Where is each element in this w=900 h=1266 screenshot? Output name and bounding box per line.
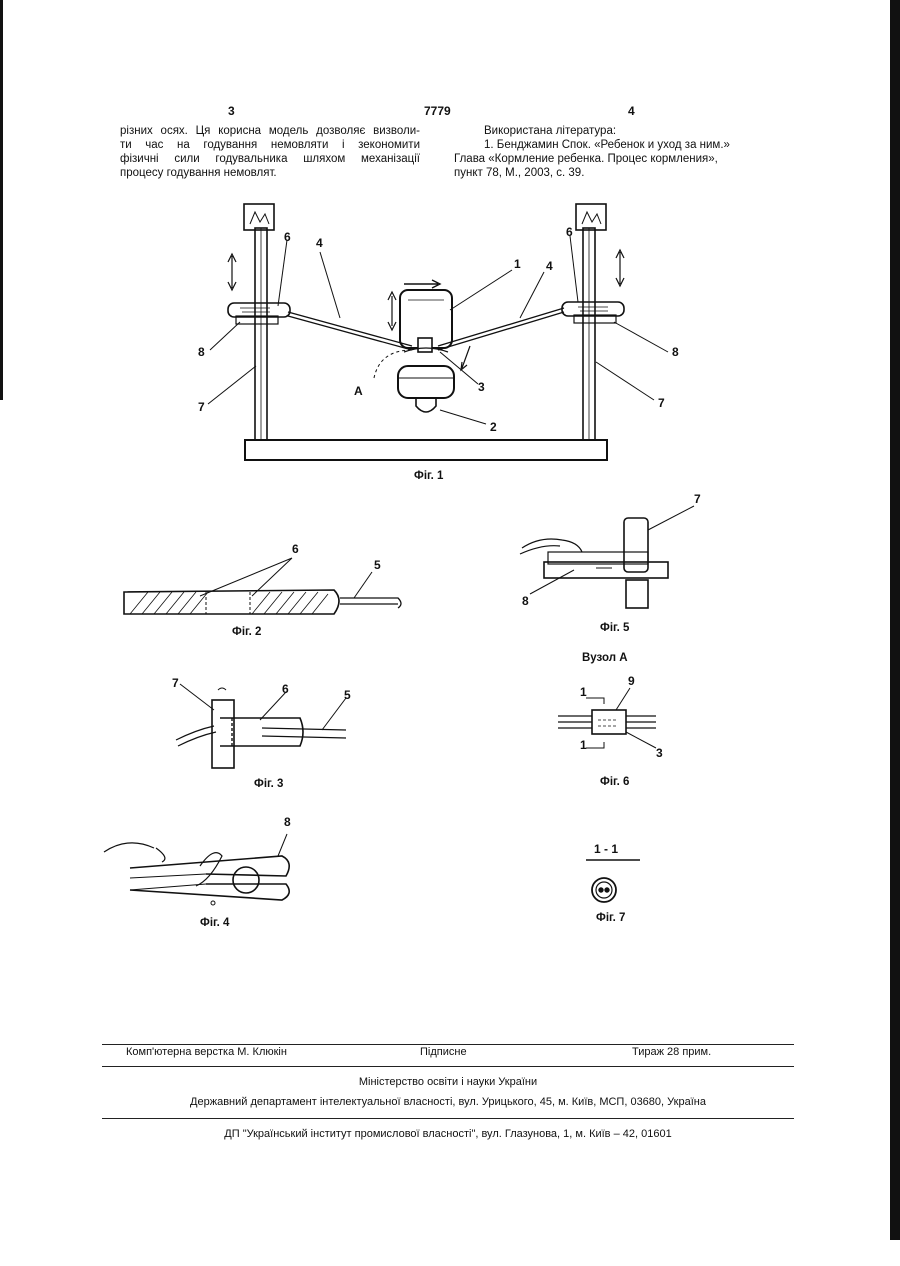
fig5-label-8: 8 bbox=[522, 594, 529, 608]
fig7-drawing bbox=[586, 860, 640, 902]
clothespin-bottom bbox=[130, 884, 289, 900]
fig1-label-2: 2 bbox=[490, 420, 497, 434]
fig3-caption: Фіг. 3 bbox=[254, 778, 283, 790]
footer-signed: Підписне bbox=[420, 1046, 467, 1058]
fig1-label-6-right: 6 bbox=[566, 225, 573, 239]
fig4-drawing bbox=[104, 834, 289, 905]
footer-typesetting: Комп'ютерна верстка М. Клюкін bbox=[126, 1046, 287, 1058]
fig3-label-5: 5 bbox=[344, 688, 351, 702]
fig1-caption: Фіг. 1 bbox=[414, 470, 443, 482]
fig6-label-1-bottom: 1 bbox=[580, 738, 587, 752]
fig1-label-4-left: 4 bbox=[316, 236, 323, 250]
fig3-label-7: 7 bbox=[172, 676, 179, 690]
fig5-drawing bbox=[520, 506, 694, 608]
footer-ministry: Міністерство освіти і науки України bbox=[102, 1076, 794, 1088]
wire-loop bbox=[104, 843, 222, 886]
fig3-drawing bbox=[176, 684, 346, 768]
bottle-knot bbox=[418, 338, 432, 352]
fig1-label-8-left: 8 bbox=[198, 345, 205, 359]
bottle-cap bbox=[398, 366, 454, 398]
fig1-drawing bbox=[208, 204, 668, 460]
left-string bbox=[288, 312, 412, 350]
fig6-label-3: 3 bbox=[656, 746, 663, 760]
right-clamp bbox=[562, 302, 624, 316]
fig6-label-1-top: 1 bbox=[580, 685, 587, 699]
fig5-caption: Фіг. 5 bbox=[600, 622, 629, 634]
cord bbox=[340, 598, 401, 608]
footer-circulation: Тираж 28 прим. bbox=[632, 1046, 711, 1058]
footer-department: Державний департамент інтелектуальної вл… bbox=[102, 1096, 794, 1108]
fig2-label-5: 5 bbox=[374, 558, 381, 572]
left-post-cap bbox=[244, 204, 274, 230]
fig3-label-6: 6 bbox=[282, 682, 289, 696]
fig7-section-label: 1 - 1 bbox=[594, 842, 618, 856]
fig4-caption: Фіг. 4 bbox=[200, 917, 229, 929]
fig6-label-9: 9 bbox=[628, 674, 635, 688]
post-bottom bbox=[626, 580, 648, 608]
fig2-caption: Фіг. 2 bbox=[232, 626, 261, 638]
left-clamp bbox=[228, 303, 290, 317]
clothespin-top bbox=[130, 856, 289, 876]
fig6-title: Вузол А bbox=[582, 652, 628, 664]
post-segment bbox=[212, 700, 234, 768]
strap bbox=[124, 590, 339, 614]
clamp-strip bbox=[220, 718, 303, 746]
base-board bbox=[245, 440, 607, 460]
fig6-caption: Фіг. 6 bbox=[600, 776, 629, 788]
fig2-drawing bbox=[124, 558, 401, 614]
fig1-label-8-right: 8 bbox=[672, 345, 679, 359]
fig6-drawing bbox=[558, 688, 656, 748]
wire bbox=[176, 726, 216, 746]
clothespin-spring bbox=[233, 867, 259, 893]
right-string bbox=[438, 308, 564, 350]
fig5-label-7: 7 bbox=[694, 492, 701, 506]
fig1-label-a: А bbox=[354, 384, 363, 398]
fig1-label-4-right: 4 bbox=[546, 259, 553, 273]
fig1-label-7-left: 7 bbox=[198, 400, 205, 414]
bottle-nipple bbox=[416, 398, 436, 412]
right-post-cap bbox=[576, 204, 606, 230]
footer-rule-top bbox=[102, 1044, 794, 1045]
fig2-label-6: 6 bbox=[292, 542, 299, 556]
fig1-label-3: 3 bbox=[478, 380, 485, 394]
footer-rule-middle bbox=[102, 1066, 794, 1067]
knot-sleeve bbox=[592, 710, 626, 734]
fig1-label-1: 1 bbox=[514, 257, 521, 271]
fig1-label-7-right: 7 bbox=[658, 396, 665, 410]
fig4-label-8: 8 bbox=[284, 815, 291, 829]
footer-institute: ДП "Український інститут промислової вла… bbox=[102, 1128, 794, 1140]
footer-rule-bottom bbox=[102, 1118, 794, 1119]
fig1-label-6-left: 6 bbox=[284, 230, 291, 244]
fig7-caption: Фіг. 7 bbox=[596, 912, 625, 924]
